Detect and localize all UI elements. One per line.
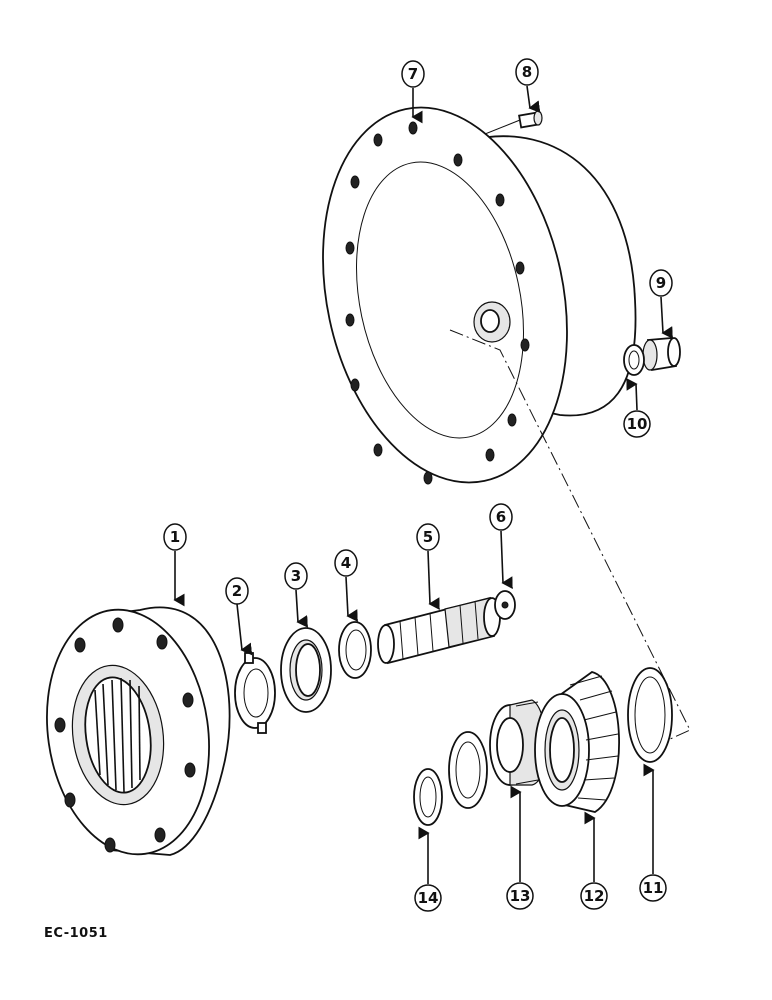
callout-7: 7 (401, 60, 425, 124)
gear-part-12 (534, 671, 620, 813)
callout-label-3: 3 (291, 567, 301, 585)
callout-12: 12 (580, 811, 608, 910)
callout-label-4: 4 (341, 554, 351, 572)
hub-part-1 (46, 606, 231, 856)
snap-ring-part-14 (413, 768, 443, 826)
callout-8: 8 (515, 58, 541, 114)
hub-splines (94, 677, 141, 793)
callout-label-12: 12 (584, 887, 605, 905)
bushing-part-3 (280, 627, 332, 713)
housing-part-7 (322, 106, 637, 485)
callout-11: 11 (639, 763, 667, 902)
callout-10: 10 (623, 377, 651, 438)
callout-4: 4 (334, 549, 358, 622)
callout-14: 14 (414, 826, 442, 912)
callout-label-1: 1 (170, 528, 180, 546)
callout-label-10: 10 (627, 415, 648, 433)
callout-label-9: 9 (656, 274, 666, 292)
callout-1: 1 (163, 523, 187, 607)
callout-label-13: 13 (510, 887, 531, 905)
callout-2: 2 (225, 577, 253, 656)
diagram-code-label: EC-1051 (44, 926, 108, 941)
flange-bolt-holes (345, 121, 530, 485)
spacer-ring (448, 731, 488, 809)
plug-part-9 (642, 337, 681, 372)
callout-label-14: 14 (418, 889, 439, 907)
callout-6: 6 (489, 503, 513, 590)
callout-label-8: 8 (522, 63, 532, 81)
assembly-center-line (449, 329, 691, 741)
callout-label-2: 2 (232, 582, 242, 600)
gear-teeth (569, 675, 619, 801)
callout-label-6: 6 (496, 508, 506, 526)
retaining-ring-part-11 (627, 667, 673, 763)
thrust-washer-part-2 (234, 652, 276, 734)
snap-ring-part-4 (338, 621, 372, 679)
lock-plate-part-6 (494, 590, 516, 620)
callout-label-5: 5 (423, 528, 433, 546)
callout-5: 5 (416, 523, 440, 611)
callout-3: 3 (284, 562, 308, 628)
callout-label-7: 7 (408, 65, 418, 83)
screw-part-8 (518, 110, 543, 129)
callout-13: 13 (506, 785, 534, 910)
callout-label-11: 11 (643, 879, 664, 897)
washer-part-10 (623, 344, 645, 376)
splined-shaft-part-5 (377, 596, 501, 665)
callout-9: 9 (649, 269, 673, 339)
